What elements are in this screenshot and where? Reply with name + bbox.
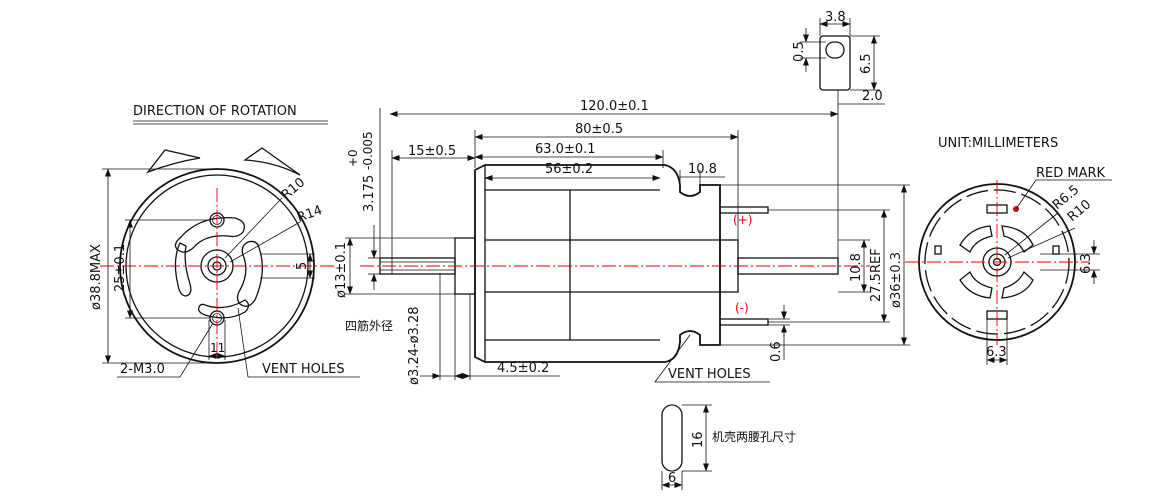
terminal-detail-outline [819, 35, 851, 91]
left-housing-outline [119, 168, 315, 364]
left-end-view: DIRECTION OF ROTATION ø38.8MAX [89, 104, 360, 378]
vent-label-left: VENT HOLES [262, 362, 345, 377]
r14-leader [229, 221, 301, 263]
dim38-label: 3.8 [825, 10, 846, 25]
shaft-dia-label: 3.175 [362, 175, 377, 212]
right-vent-bottom-left [959, 270, 993, 299]
vent-label-side: VENT HOLES [668, 367, 751, 382]
dim20-label: 2.0 [862, 89, 883, 104]
vent-hole-right [236, 240, 263, 307]
screw-label: 2-M3.0 [120, 362, 165, 377]
dim6-label: 6 [668, 471, 676, 486]
shaft-tol-upper: +0 [346, 149, 360, 167]
right-vent-top-right [1001, 225, 1034, 253]
dim120-label: 120.0±0.1 [580, 99, 649, 114]
dim06-label: 0.6 [769, 341, 784, 362]
dim5-label: 5 [295, 262, 310, 270]
slot-detail: 16 机壳两腰孔尺寸 6 [661, 404, 796, 490]
right-notch-left [934, 245, 942, 255]
dim65-label: 6.5 [859, 53, 874, 74]
terminal-detail: 3.8 0.5 6.5 2.0 [792, 10, 885, 108]
dim56-label: 56±0.2 [545, 162, 593, 177]
dim80-label: 80±0.5 [575, 122, 623, 137]
rotation-arrow-right-icon [243, 147, 301, 176]
right-end-view: UNIT:MILLIMETERS RED MARK R6.5 R10 [905, 136, 1112, 365]
motor-housing [474, 164, 721, 363]
red-mark-label: RED MARK [1036, 166, 1106, 181]
right-vent-bottom-right [1001, 270, 1034, 299]
terminal-plus-label: (+) [733, 213, 752, 227]
boss-dia-label: ø13±0.1 [334, 242, 349, 298]
screw-leader [117, 322, 214, 378]
dim63-label: 63.0±0.1 [535, 142, 596, 157]
dim63-bottom-label: 6.3 [986, 345, 1007, 360]
dim45-label: 4.5±0.2 [497, 361, 549, 376]
r10-leader [224, 197, 283, 259]
red-mark-leader [1015, 179, 1112, 210]
rib-label-cn: 四筋外径 [345, 318, 393, 333]
dim-mount-label: 25±0.1 [113, 244, 128, 292]
right-vent-top-left [959, 225, 993, 253]
terminal-detail-hole [825, 41, 845, 59]
vent-hole-left [174, 242, 192, 297]
slot-outline [661, 404, 683, 472]
dim108-side-label: 10.8 [849, 253, 864, 282]
dim36-label: ø36±0.3 [889, 252, 904, 308]
r10-label: R10 [279, 175, 308, 203]
dim-outer-dia-label: ø38.8MAX [89, 244, 104, 310]
vent-leader-side [654, 334, 770, 383]
terminal-minus-label: (-) [735, 301, 749, 315]
dim108top-label: 10.8 [688, 162, 717, 177]
terminal-negative [719, 318, 769, 326]
shaft-tol-lower: -0.005 [361, 131, 375, 170]
r65-leader [1004, 212, 1059, 256]
dim63-side-label: 6.3 [1079, 253, 1094, 274]
r10-right-leader [1007, 227, 1076, 259]
slot-label-cn: 机壳两腰孔尺寸 [712, 430, 796, 444]
unit-heading: UNIT:MILLIMETERS [938, 136, 1058, 151]
rib-dia-label: ø3.24-ø3.28 [407, 307, 422, 386]
dim275-label: 27.5REF [869, 248, 884, 302]
vent-hole-bottom [197, 299, 250, 319]
rotation-arrow-left-icon [146, 149, 201, 174]
r14-label: R14 [295, 203, 324, 226]
right-notch-right [1052, 245, 1060, 255]
dim11-label: 11 [210, 341, 225, 355]
vent-leader-left [237, 307, 360, 378]
dim15-label: 15±0.5 [408, 144, 456, 159]
side-view: (+) (-) 120.0±0.1 80±0.5 63.0±0.1 56±0.2… [334, 99, 910, 385]
rotation-heading: DIRECTION OF ROTATION [133, 104, 297, 119]
dim16-label: 16 [691, 431, 706, 448]
dim05-label: 0.5 [792, 41, 807, 62]
